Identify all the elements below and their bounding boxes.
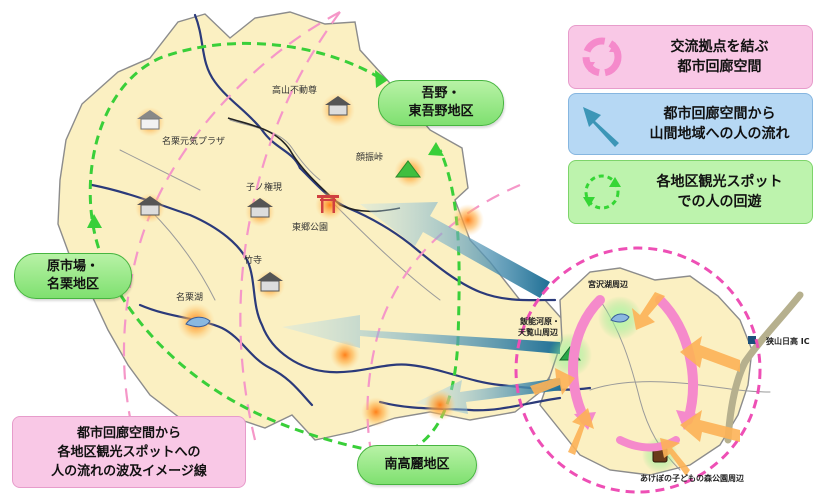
lake-icon — [185, 316, 211, 328]
district-haraichiba-line1: 原市場・ — [46, 259, 99, 274]
city-spot-label: 天覧山周辺 — [518, 327, 558, 337]
torii-icon — [317, 195, 339, 213]
temple-icon — [257, 272, 283, 292]
note-line2: 各地区観光スポットへの — [57, 444, 201, 460]
legend-corridor-line2: 都市回廊空間 — [677, 59, 762, 75]
temple-icon — [137, 196, 163, 216]
district-minamikoma-label: 南高麗地区 — [384, 457, 450, 472]
interchange-icon — [748, 336, 756, 344]
legend-corridor-line1: 交流拠点を結ぶ — [670, 39, 769, 55]
city-spot-label: 飯能河原・ — [519, 316, 560, 326]
legend-circulation-text: 各地区観光スポット での人の回遊 — [627, 172, 812, 212]
dashed-circular-arrows-icon — [583, 174, 621, 210]
district-haraichiba-line2: 名栗地区 — [46, 277, 99, 292]
spot-label: 子ノ権現 — [246, 181, 282, 193]
note-line1: 都市回廊空間から — [76, 425, 181, 441]
legend-flow: 都市回廊空間から 山間地域への人の流れ — [568, 93, 813, 155]
city-spot-label: 狭山日高 IC — [765, 336, 810, 346]
legend-circulation: 各地区観光スポット での人の回遊 — [568, 160, 813, 224]
district-minamikoma[interactable]: 南高麗地区 — [357, 445, 477, 485]
district-agano-line1: 吾野・ — [421, 86, 461, 101]
temple-icon — [325, 96, 351, 116]
blue-arrow-icon — [583, 107, 619, 147]
mountain-icon — [395, 160, 421, 178]
city-spot-label: あけぼの子どもの森公園周辺 — [640, 473, 744, 483]
lake-icon — [610, 313, 630, 323]
spot-label: 名栗湖 — [176, 291, 203, 303]
legend-flow-line2: 山間地域への人の流れ — [649, 126, 790, 142]
flow-arrow-north — [360, 202, 550, 298]
spot-label: 東郷公園 — [292, 221, 328, 233]
district-agano-line2: 東吾野地区 — [408, 104, 474, 119]
spot-label: 顔振峠 — [356, 151, 383, 163]
spot-label: 竹寺 — [244, 254, 262, 266]
wave-lines — [122, 11, 521, 481]
legend-corridor-text: 交流拠点を結ぶ 都市回廊空間 — [627, 37, 812, 77]
city-spot-label: 宮沢湖周辺 — [588, 279, 628, 289]
legend-circulation-line2: での人の回遊 — [677, 194, 762, 210]
legend-flow-text: 都市回廊空間から 山間地域への人の流れ — [627, 104, 812, 144]
circular-arrows-icon — [582, 37, 622, 77]
temple-icon — [137, 110, 163, 130]
railway-line — [227, 117, 401, 213]
spot-label: 高山不動尊 — [272, 84, 317, 96]
flow-arrows — [282, 202, 562, 414]
inbound-arrows — [530, 292, 740, 476]
wave-image-note: 都市回廊空間から 各地区観光スポットへの 人の流れの波及イメージ線 — [12, 416, 246, 488]
spot-label: 名栗元気プラザ — [162, 135, 225, 147]
legend-circulation-line1: 各地区観光スポット — [656, 174, 783, 190]
district-agano[interactable]: 吾野・ 東吾野地区 — [378, 80, 504, 126]
expressway — [724, 291, 804, 444]
rivers — [90, 13, 592, 412]
note-line3: 人の流れの波及イメージ線 — [51, 463, 207, 479]
temple-icon — [247, 198, 273, 218]
legend-flow-line1: 都市回廊空間から — [663, 106, 776, 122]
district-haraichiba[interactable]: 原市場・ 名栗地区 — [14, 253, 132, 299]
legend-corridor: 交流拠点を結ぶ 都市回廊空間 — [568, 25, 813, 89]
